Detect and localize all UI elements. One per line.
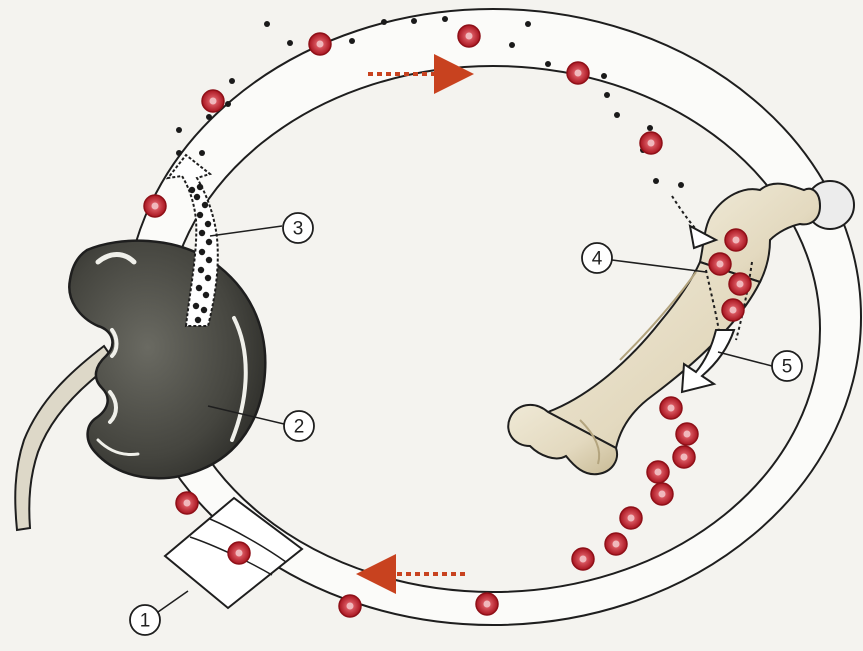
red-blood-cell-icon: [309, 33, 331, 55]
red-blood-cell-icon: [647, 461, 669, 483]
red-blood-cell-icon: [620, 507, 642, 529]
red-blood-cell-icon: [572, 548, 594, 570]
red-blood-cell-icon: [709, 253, 731, 275]
red-blood-cell-icon: [651, 483, 673, 505]
callout-3: 3: [283, 213, 313, 243]
red-blood-cell-icon: [176, 492, 198, 514]
red-blood-cell-icon: [458, 25, 480, 47]
callout-2-label: 2: [294, 417, 305, 438]
red-blood-cell-icon: [673, 446, 695, 468]
red-blood-cell-icon: [567, 62, 589, 84]
callout-1-label: 1: [140, 611, 151, 632]
red-blood-cell-icon: [725, 229, 747, 251]
red-blood-cell-icon: [722, 299, 744, 321]
red-blood-cell-icon: [676, 423, 698, 445]
red-blood-cell-icon: [202, 90, 224, 112]
red-blood-cell-icon: [729, 273, 751, 295]
callout-4-label: 4: [592, 249, 603, 270]
red-blood-cell-icon: [660, 397, 682, 419]
red-blood-cell-icon: [144, 195, 166, 217]
red-blood-cell-icon: [605, 533, 627, 555]
callout-5-label: 5: [782, 357, 793, 378]
callout-2: 2: [284, 411, 314, 441]
red-blood-cell-icon: [640, 132, 662, 154]
red-blood-cell-icon: [339, 595, 361, 617]
callout-4: 4: [582, 243, 612, 273]
red-blood-cell-icon: [476, 593, 498, 615]
callout-1: 1: [130, 605, 160, 635]
callout-3-label: 3: [293, 219, 304, 240]
callout-5: 5: [772, 351, 802, 381]
